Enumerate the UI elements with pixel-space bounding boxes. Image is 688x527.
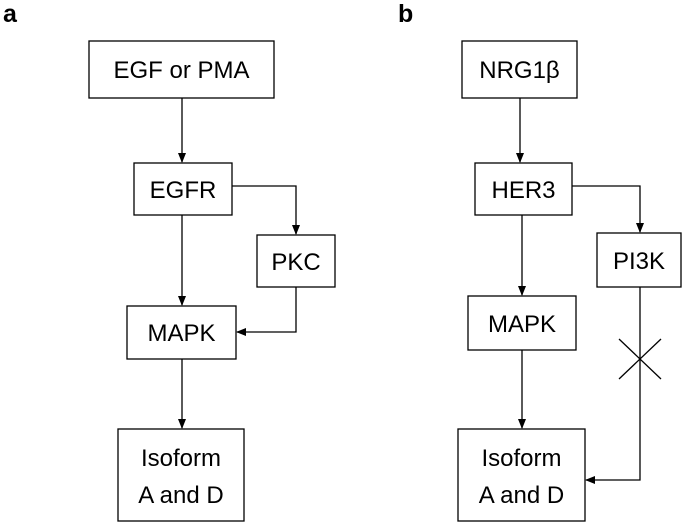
panel-b-isoform-line1: Isoform [481,445,561,472]
panel-b-stimulus-label: NRG1β [479,57,559,84]
panel-a-stimulus-label: EGF or PMA [113,57,249,84]
panel-a-mapk-label: MAPK [147,320,215,347]
panel-b-receptor-label: HER3 [491,177,555,204]
panel-a-receptor-node: EGFR [133,162,233,216]
panel-a-arrow-receptor-to-kinase [232,185,300,235]
panel-b-mapk-node: MAPK [467,295,577,351]
panel-a-kinase-label: PKC [271,249,320,276]
panel-a-isoform-line1: Isoform [141,445,221,472]
panel-a-isoform-line2: A and D [138,482,223,509]
panel-b-stimulus-node: NRG1β [461,40,578,99]
panel-b-kinase-label: PI3K [613,248,665,275]
panel-b: b NRG1β HER3 PI3K MAPK Isoform A and D [398,0,682,522]
panel-b-blocked-x-mark [618,338,662,380]
panel-a-kinase-node: PKC [256,234,336,288]
panel-b-receptor-node: HER3 [474,162,573,216]
panel-a-mapk-node: MAPK [126,305,237,360]
panel-b-arrow-kinase-to-isoform [585,287,641,484]
panel-a-receptor-label: EGFR [150,177,217,204]
panel-a-arrow-kinase-to-mapk [236,287,297,336]
panel-a: a EGF or PMA EGFR PKC MAPK Isoform A and… [3,0,336,522]
panel-a-isoform-node: Isoform A and D [117,428,245,522]
panel-b-arrow-receptor-to-kinase [572,185,644,233]
panel-b-isoform-line2: A and D [479,482,564,509]
panel-a-label: a [3,0,18,28]
panel-b-label: b [398,0,413,28]
panel-a-stimulus-node: EGF or PMA [88,40,275,99]
panel-b-kinase-node: PI3K [596,232,682,288]
panel-b-isoform-node: Isoform A and D [457,428,586,522]
panel-b-mapk-label: MAPK [488,311,556,338]
